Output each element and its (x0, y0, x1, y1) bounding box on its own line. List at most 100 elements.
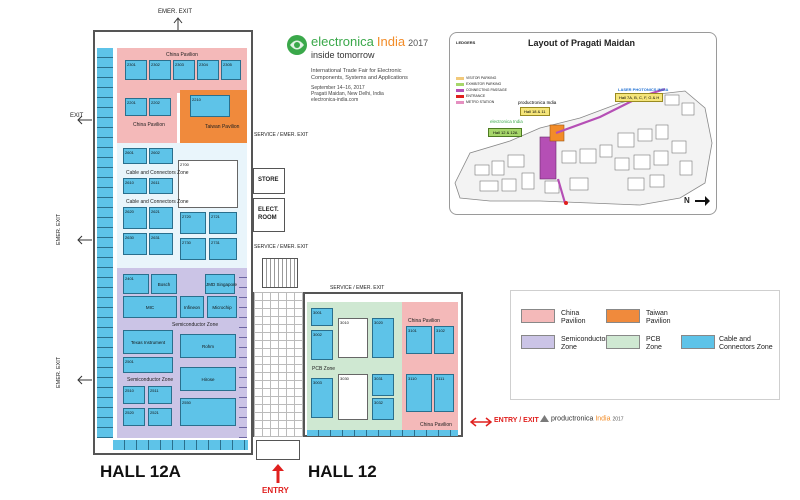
logo-word-electronica: electronica (311, 34, 374, 49)
legend-swatch-cable (681, 335, 715, 349)
pcb-zone-label: PCB Zone (312, 366, 336, 372)
stairs-block (262, 258, 298, 288)
inset-tag-halls: Hall 7A, B, C, F, G & H (615, 93, 664, 102)
booth[interactable]: 2201 (125, 98, 147, 116)
booth[interactable]: 2601 (123, 148, 147, 164)
booth[interactable]: 2521 (148, 408, 172, 426)
perimeter-booths-hall12-bottom (307, 430, 458, 436)
inset-legend-exhibitor: EXHIBITOR PARKING (466, 82, 502, 86)
booth[interactable]: 3030 (338, 374, 368, 420)
booth[interactable]: 2602 (149, 148, 173, 164)
service-exit-2: SERVICE / EMER. EXIT (254, 244, 309, 250)
booth[interactable]: 2720 (180, 212, 206, 234)
cable-zone-label: Cable and Connectors Zone (126, 170, 189, 176)
productronica-logo: productronica India 2017 (540, 415, 624, 422)
legend-swatch-china (521, 309, 555, 323)
inset-tag-laser-text: LASER PHOTONICS INDIA (618, 87, 669, 92)
booth[interactable]: 2731 (209, 238, 237, 260)
china-pavilion-mid-label: China Pavilion (133, 122, 165, 128)
booth[interactable]: 2610 (123, 178, 147, 194)
booth-hirose[interactable]: Hirose (180, 367, 236, 391)
inset-legend-visitor: VISITOR PARKING (466, 76, 497, 80)
booth[interactable]: 2611 (149, 178, 173, 194)
booth[interactable]: 2303 (173, 60, 195, 80)
booth[interactable]: 3001 (311, 308, 333, 326)
booth-mic[interactable]: MIC (123, 296, 177, 318)
productronica-logo-mark (540, 415, 549, 422)
booth[interactable]: 2621 (149, 207, 173, 229)
booth[interactable]: 2305 (221, 60, 241, 80)
inset-legend-sw-visitor (456, 77, 464, 80)
inset-legend-passage: CONNECTING PASSAGE (466, 88, 507, 92)
booth[interactable]: 3101 (406, 326, 432, 354)
booth-texas-instrument[interactable]: Texas Instrument (123, 330, 173, 354)
booth-infineon[interactable]: Infineon (180, 296, 204, 318)
entry-label: ENTRY (262, 486, 289, 495)
entry-exit-label: ENTRY / EXIT (494, 417, 539, 424)
entry-arrow (272, 464, 284, 483)
booth[interactable]: 2730 (180, 238, 206, 260)
booth[interactable]: 3111 (434, 374, 454, 412)
booth[interactable]: 3002 (311, 330, 333, 360)
inset-legend-title: LEDGERS (456, 40, 476, 45)
perimeter-booths-left (97, 48, 113, 438)
booth-bosch[interactable]: Bosch (151, 274, 177, 294)
booth[interactable]: 2501 (123, 357, 173, 373)
booth[interactable]: 2510 (123, 386, 145, 404)
booth[interactable]: 2620 (123, 207, 147, 229)
legend-label-pcb: PCB Zone (646, 336, 662, 351)
booth[interactable]: 2511 (148, 386, 172, 404)
booth[interactable]: 2550 (180, 398, 236, 426)
inset-tag-laser: LASER PHOTONICS INDIA (618, 87, 668, 92)
booth[interactable]: 2721 (209, 212, 237, 234)
cable-zone-label-2: Cable and Connectors Zone (126, 199, 189, 205)
taiwan-pavilion-label: Taiwan Pavilion (205, 124, 240, 130)
legend-swatch-semiconductor (521, 335, 555, 349)
booth[interactable]: 2401 (123, 274, 149, 294)
booth[interactable]: 3003 (311, 378, 333, 418)
booth[interactable]: 3110 (406, 374, 432, 412)
booth[interactable]: 2210 (190, 95, 230, 117)
inset-legend-sw-metro (456, 101, 464, 104)
booth-microchip[interactable]: Microchip (207, 296, 237, 318)
inset-tag-hall18: Hall 18 & 11 (520, 107, 550, 116)
inset-tag-productronica: productronica India (518, 100, 556, 105)
booth-rohm[interactable]: Rohm (180, 334, 236, 358)
booth[interactable]: 2301 (125, 60, 147, 80)
inset-legend-sw-exhibitor (456, 83, 464, 86)
inset-map-drawing (454, 87, 713, 206)
service-exit-1: SERVICE / EMER. EXIT (254, 132, 309, 138)
booth[interactable]: 2630 (123, 233, 147, 255)
semiconductor-zone-label: Semiconductor Zone (172, 322, 219, 328)
store-room (253, 168, 285, 194)
inset-legend-entrance: ENTRANCE (466, 94, 486, 98)
perimeter-booths-right (239, 268, 247, 438)
inset-legend-sw-passage (456, 89, 464, 92)
booth[interactable]: 2631 (149, 233, 173, 255)
booth[interactable]: 3102 (434, 326, 454, 354)
booth[interactable]: 2700 (178, 160, 238, 208)
entry-vestibule (256, 440, 300, 460)
booth-jmd[interactable]: JMD Singapore (205, 274, 237, 294)
inset-tag-hall12: Hall 12 & 12A (488, 128, 523, 137)
elect-room (253, 198, 285, 232)
productronica-year: 2017 (612, 416, 624, 423)
inset-north-label: N (684, 196, 690, 205)
booth[interactable]: 3031 (372, 374, 394, 396)
zone-legend: China Pavilion Taiwan Pavilion Semicondu… (510, 290, 780, 400)
logo-word-india: India (376, 34, 406, 49)
booth[interactable]: 2202 (149, 98, 171, 116)
emer-exit-left-label-2: EMER. EXIT (56, 356, 62, 388)
hall-12a-label: HALL 12A (100, 462, 181, 481)
booth[interactable]: 3032 (372, 398, 394, 420)
booth[interactable]: 3010 (338, 318, 368, 358)
booth[interactable]: 2302 (149, 60, 171, 80)
emer-exit-left-label-1: EMER. EXIT (56, 213, 62, 245)
exit-left-label: EXIT (70, 113, 84, 119)
booth[interactable]: 2520 (123, 408, 145, 426)
emer-exit-top-label: EMER. EXIT (158, 9, 193, 15)
booth[interactable]: 2304 (197, 60, 219, 80)
event-dates: September 14–16, 2017 (311, 85, 365, 91)
booth[interactable]: 3020 (372, 318, 394, 358)
logo-tagline: inside tomorrow (311, 50, 375, 60)
